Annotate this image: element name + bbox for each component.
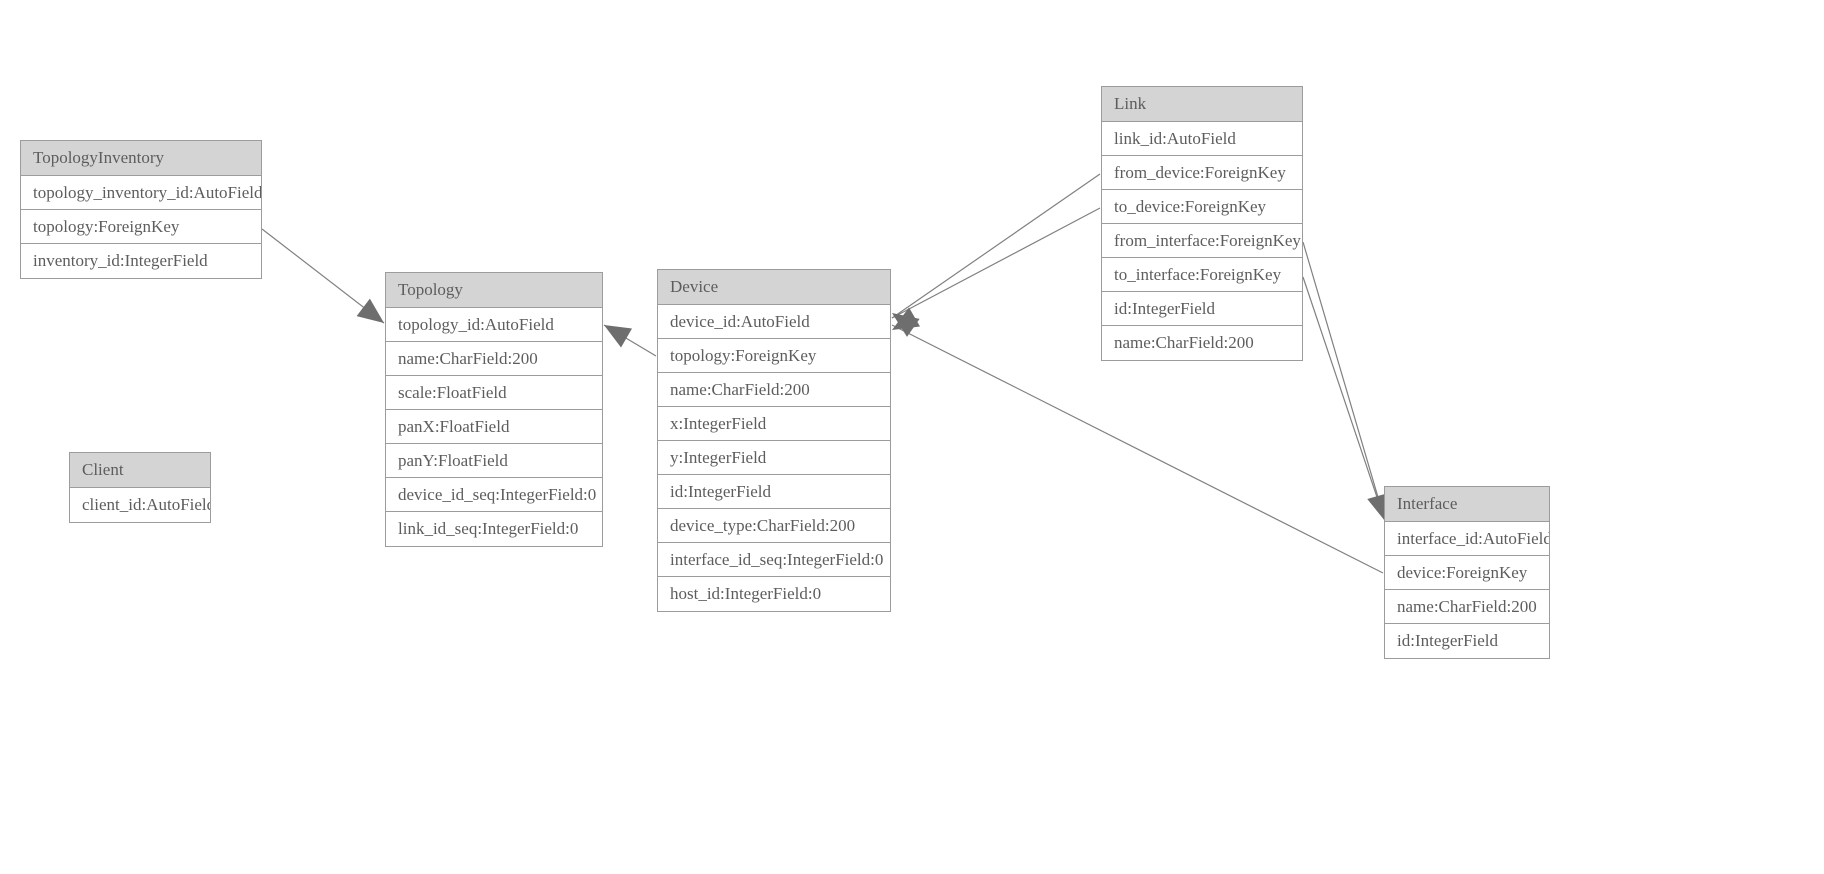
relationship-edge-rel-interface-device: Interface.device references Device <box>891 324 1384 574</box>
entity-field-row[interactable]: device_type:CharField:200 <box>658 509 890 543</box>
entity-title-device: Device <box>658 270 890 305</box>
entity-box-client[interactable]: Client client_id:AutoField <box>69 452 211 523</box>
entity-title-topology: Topology <box>386 273 602 308</box>
entity-field-row[interactable]: to_device:ForeignKey <box>1102 190 1302 224</box>
entity-field-row[interactable]: panY:FloatField <box>386 444 602 478</box>
entity-field-row[interactable]: name:CharField:200 <box>1385 590 1549 624</box>
entity-fields-client: client_id:AutoField <box>70 488 210 522</box>
entity-title-client: Client <box>70 453 210 488</box>
entity-field-row[interactable]: topology_id:AutoField <box>386 308 602 342</box>
relationship-edge-rel-link-to-interface: Link.to_interface references Interface <box>1302 276 1386 522</box>
entity-title-interface: Interface <box>1385 487 1549 522</box>
relationship-arrow-topology-from-device <box>604 325 633 348</box>
entity-field-row[interactable]: to_interface:ForeignKey <box>1102 258 1302 292</box>
entity-field-row[interactable]: id:IntegerField <box>1102 292 1302 326</box>
relationship-edge-rel-link-from-device: Link.from_device references Device <box>891 173 1101 319</box>
entity-field-row[interactable]: id:IntegerField <box>1397 631 1499 650</box>
entity-field-row[interactable]: id:IntegerField <box>658 475 890 509</box>
entity-field-row[interactable]: name:CharField:200 <box>658 373 890 407</box>
entity-field-row[interactable]: topology:ForeignKey <box>21 210 261 244</box>
entity-field-row[interactable]: inventory_id:IntegerField <box>33 251 208 270</box>
entity-title-topology_inventory: TopologyInventory <box>21 141 261 176</box>
entity-field-row[interactable]: name:CharField:200 <box>386 342 602 376</box>
entity-field-row[interactable]: link_id_seq:IntegerField:0 <box>398 519 579 538</box>
entity-field-row[interactable]: from_device:ForeignKey <box>1102 156 1302 190</box>
entity-field-row[interactable]: device_id:AutoField <box>658 305 890 339</box>
entity-field-row[interactable]: panX:FloatField <box>386 410 602 444</box>
entity-field-row[interactable]: host_id:IntegerField:0 <box>670 584 822 603</box>
entity-field-row[interactable]: interface_id:AutoField <box>1385 522 1549 556</box>
entity-field-row[interactable]: device_id_seq:IntegerField:0 <box>386 478 602 512</box>
relationship-arrow-device-from-interface <box>892 307 921 330</box>
entity-field-row[interactable]: device:ForeignKey <box>1385 556 1549 590</box>
entity-field-row[interactable]: topology:ForeignKey <box>658 339 890 373</box>
entity-field-row[interactable]: link_id:AutoField <box>1102 122 1302 156</box>
entity-field-row[interactable]: scale:FloatField <box>386 376 602 410</box>
entity-field-row[interactable]: name:CharField:200 <box>1114 333 1254 352</box>
relationship-edge-rel-link-to-device: Link.to_device references Device <box>891 207 1101 319</box>
entity-field-row[interactable]: topology_inventory_id:AutoField <box>21 176 261 210</box>
entity-field-row[interactable]: y:IntegerField <box>658 441 890 475</box>
entity-title-link: Link <box>1102 87 1302 122</box>
entity-field-row[interactable]: x:IntegerField <box>658 407 890 441</box>
entity-field-row[interactable]: from_interface:ForeignKey <box>1102 224 1302 258</box>
entity-field-row[interactable]: interface_id_seq:IntegerField:0 <box>658 543 890 577</box>
entity-field-row[interactable]: client_id:AutoField <box>82 495 210 514</box>
relationship-edge-rel-link-from-interface: Link.from_interface references Interface <box>1302 241 1386 522</box>
relationship-edge-rel-device-topology: Device.topology references Topology <box>603 324 657 357</box>
relationship-edge-rel-topologyinventory-topology: TopologyInventory.topology references To… <box>261 228 385 324</box>
